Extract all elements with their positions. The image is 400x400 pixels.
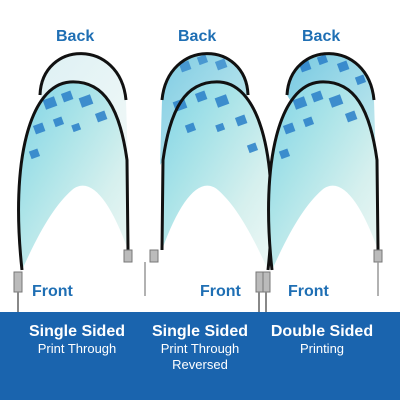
caption-double-sided-printing: Double Sided Printing (256, 322, 388, 357)
front-label-1: Front (32, 283, 73, 300)
back-label-3: Back (302, 28, 341, 45)
flag-single-sided-print-through (13, 52, 133, 312)
caption-title: Single Sided (151, 323, 248, 340)
caption-single-sided-reversed: Single Sided Print Through Reversed (134, 322, 266, 373)
caption-subtitle: Print Through (37, 341, 117, 356)
caption-title: Single Sided (28, 323, 125, 340)
back-label-2: Back (178, 28, 217, 45)
caption-subtitle: Printing (299, 341, 345, 356)
flag-double-sided-printing (255, 52, 383, 312)
caption-subtitle: Print Through (160, 341, 240, 356)
caption-title: Double Sided (270, 323, 374, 340)
caption-subtitle-2: Reversed (172, 357, 228, 372)
teardrop-flags-graphic (13, 52, 383, 312)
front-label-3: Front (288, 283, 329, 300)
flag-single-sided-print-through-reversed (144, 52, 273, 312)
front-label-2: Front (200, 283, 241, 300)
caption-band (0, 312, 400, 400)
caption-single-sided-print-through: Single Sided Print Through (11, 322, 143, 357)
back-label-1: Back (56, 28, 95, 45)
